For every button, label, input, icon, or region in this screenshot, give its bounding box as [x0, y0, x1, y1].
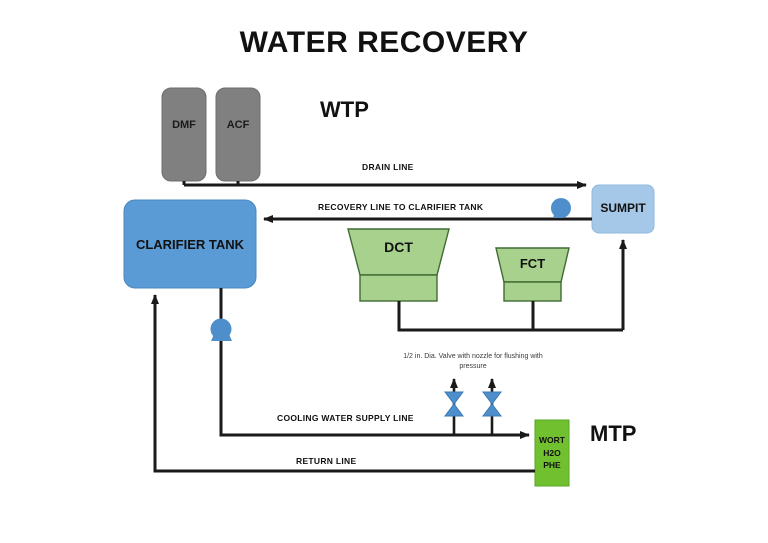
cooling-water-supply-label: COOLING WATER SUPPLY LINE [277, 413, 414, 423]
zone-label-wtp: WTP [320, 97, 369, 122]
valve-icon-left[interactable] [444, 391, 464, 417]
clarifier-tank-shape [123, 199, 257, 289]
valve-icon-right[interactable] [482, 391, 502, 417]
dct-base-shape [359, 274, 438, 302]
return-line-label: RETURN LINE [296, 456, 357, 466]
dct-drain-path [397, 301, 623, 332]
valve-note-annotation: 1/2 in. Dia. Valve with nozzle for flush… [403, 353, 543, 371]
pump-icon-sumpit-line[interactable] [551, 198, 571, 218]
drain-line-label: DRAIN LINE [362, 162, 414, 172]
fct-base-shape [503, 281, 562, 302]
page-title: WATER RECOVERY [239, 26, 529, 59]
zone-label-mtp: MTP [590, 421, 637, 446]
sumpit-shape [591, 184, 655, 234]
recovery-line-label: RECOVERY LINE TO CLARIFIER TANK [318, 202, 484, 212]
fct-trapezoid-shape [495, 247, 570, 283]
dmf-vessel-shape [161, 87, 207, 182]
return-line-path [151, 294, 535, 473]
pump-icon-clarifier-outlet[interactable] [210, 318, 233, 342]
acf-vessel-shape [215, 87, 261, 182]
mtp-unit-shape [534, 419, 570, 487]
dct-trapezoid-shape [347, 228, 450, 276]
